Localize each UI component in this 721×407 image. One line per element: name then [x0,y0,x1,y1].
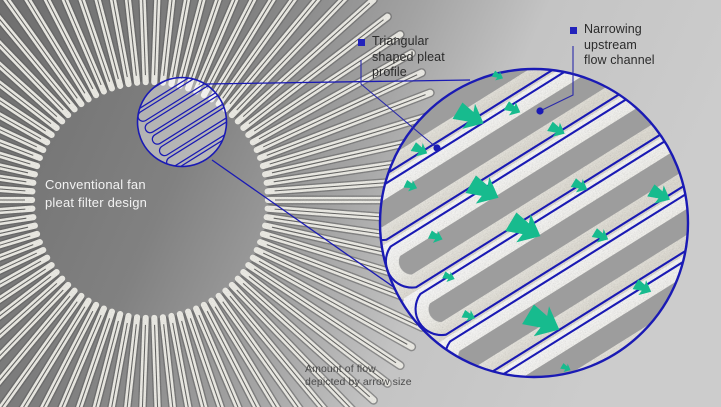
flow-arrow [522,304,560,337]
flow-arrow [632,279,652,296]
flow-arrow [570,178,588,193]
leader-dot-triangular [433,144,441,152]
flow-arrow-group [403,70,670,372]
flow-arrow [403,180,418,192]
flow-arrow [591,228,609,243]
flow-arrow [505,212,541,243]
flow-arrow [465,175,499,204]
fan-pleat-filter [0,0,455,407]
callout-label-text: Triangular shaped pleat profile [372,34,445,79]
callout-leader-lines [360,46,574,149]
detail-pleat-outline [144,78,226,134]
flow-arrow [560,363,571,372]
flow-arrow [461,310,476,322]
flow-arrow [410,142,428,157]
callout-triangular-pleat-profile: Triangular shaped pleat profile [358,34,445,81]
detail-pleat-outline [151,88,226,145]
magnifier-ring [378,67,690,379]
zoom-pleat-outline [414,110,688,337]
flow-arrow [647,184,670,204]
flow-arrow [491,70,503,81]
leader-dot-narrowing [536,107,544,115]
detail-pleat-outline [138,78,219,122]
detail-pleat-outline [158,100,226,157]
square-bullet-icon [358,39,365,46]
flow-arrow [427,230,443,243]
caption-amount-of-flow: Amount of flow depicted by arrow size [305,363,412,388]
flow-arrow [503,101,521,116]
flow-arrow [442,271,455,282]
flow-arrow [547,121,565,137]
square-bullet-icon [570,27,577,34]
flow-arrow [452,102,484,129]
page-title-conventional-fan-pleat: Conventional fan pleat filter design [45,177,148,210]
callout-narrowing-flow-channel: Narrowing upstream flow channel [570,22,655,69]
callout-label-text: Narrowing upstream flow channel [584,22,655,67]
